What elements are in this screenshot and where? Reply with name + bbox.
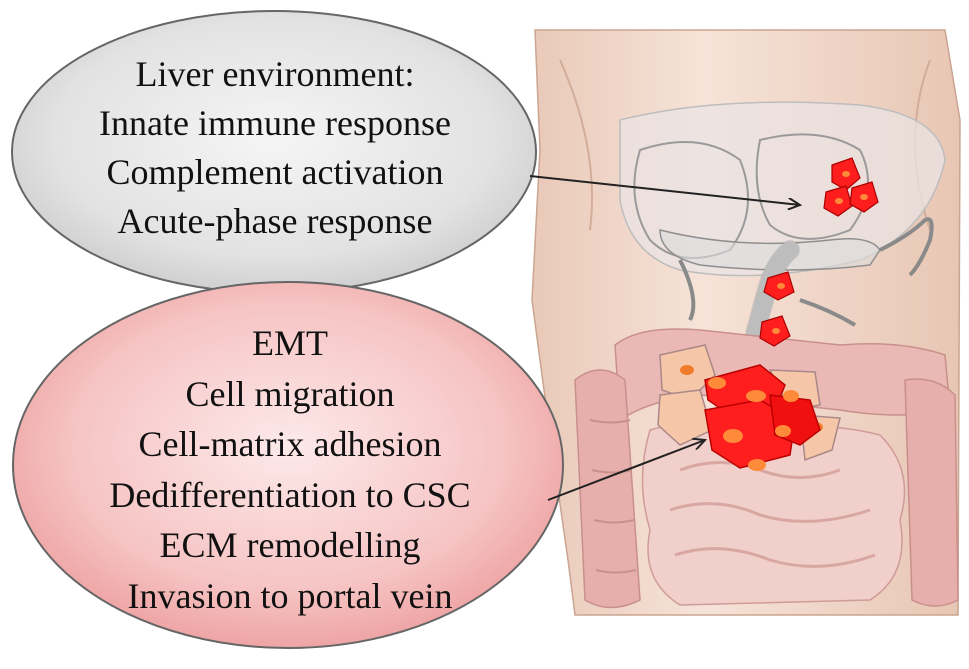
liver-pointer-arrow (529, 175, 800, 205)
liver-environment-text: Liver environment: Innate immune respons… (40, 50, 510, 246)
tumor-nucleus (775, 425, 791, 437)
vessel-branch-1 (879, 217, 934, 277)
migrating-cells (759, 271, 795, 347)
tumor-features-text: EMT Cell migration Cell-matrix adhesion … (30, 318, 550, 621)
tumor-line-ecm: ECM remodelling (159, 525, 421, 565)
tumor-pointer-arrow (547, 440, 705, 501)
tumor-nucleus (708, 377, 726, 389)
ascending-colon (574, 369, 641, 609)
ribcage-contour (559, 59, 593, 231)
stromal-nucleus (680, 365, 694, 375)
colon-haustra (589, 419, 637, 574)
metastatic-nucleus (842, 171, 850, 177)
liver-line-complement: Complement activation (106, 152, 444, 192)
stromal-cell (657, 389, 713, 446)
tumor-nucleus (783, 390, 799, 402)
pancreas-outline (659, 229, 881, 271)
tumor-line-emt: EMT (252, 323, 328, 363)
tumor-nucleus (746, 390, 766, 402)
tumor-line-dedifferentiation: Dedifferentiation to CSC (109, 474, 471, 515)
vein-tumor-nucleus (772, 328, 780, 334)
metastatic-nucleus (860, 194, 868, 200)
intestine-fold-3 (674, 547, 876, 568)
vein-tumor-nucleus (777, 283, 785, 289)
tumor-line-invasion: Invasion to portal vein (127, 575, 453, 616)
intestine-fold-2 (669, 502, 871, 523)
bile-duct (678, 259, 696, 321)
primary-tumor (657, 344, 841, 471)
liver-overlay (619, 101, 946, 277)
liver-line-acute-phase: Acute-phase response (117, 201, 433, 241)
tumor-features-oval (12, 281, 564, 649)
vessel-branch-2 (799, 298, 857, 327)
liver-segment-outline (755, 133, 869, 240)
tumor-line-migration: Cell migration (185, 373, 395, 414)
liver-line-innate: Innate immune response (99, 103, 451, 143)
abdomen-illustration (531, 29, 961, 616)
metastatic-nucleus (835, 198, 843, 204)
tumor-nucleus (748, 459, 766, 471)
liver-line-title: Liver environment: (135, 54, 415, 94)
tumor-line-adhesion: Cell-matrix adhesion (138, 424, 442, 464)
descending-colon (904, 378, 959, 607)
tumor-nucleus (723, 429, 743, 443)
liver-metastasis (823, 157, 879, 217)
